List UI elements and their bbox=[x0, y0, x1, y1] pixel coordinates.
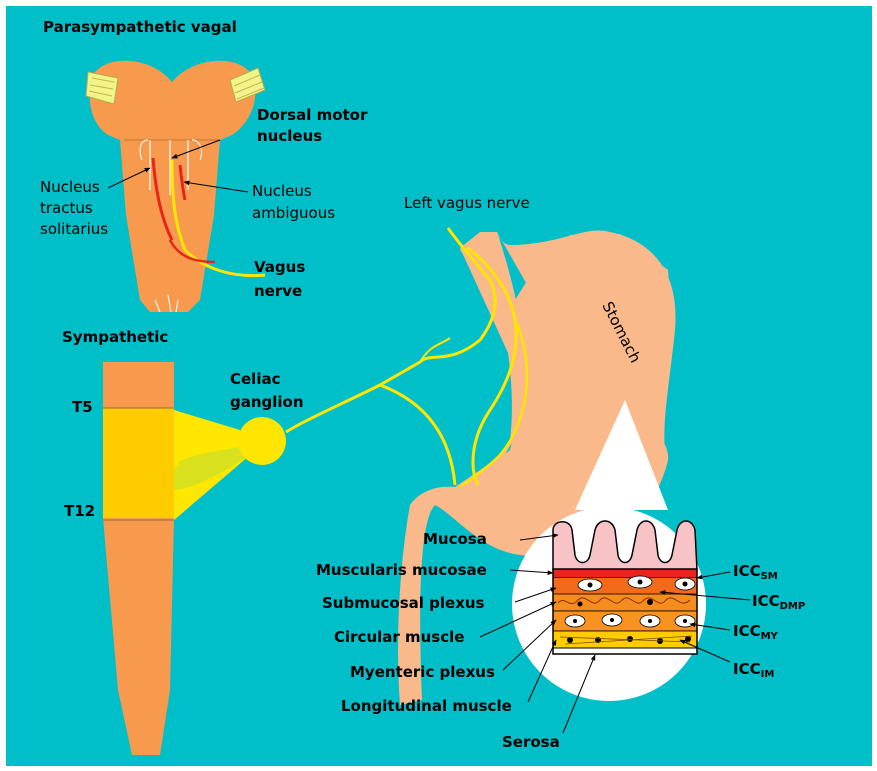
parasympathetic-title: Parasympathetic vagal bbox=[43, 18, 237, 36]
icc-my-label: ICCMY bbox=[733, 622, 778, 640]
sympathetic-title: Sympathetic bbox=[62, 328, 168, 346]
icc-sm-label: ICCSM bbox=[733, 562, 778, 580]
submucosal-plexus-label: Submucosal plexus bbox=[322, 594, 484, 612]
celiac-label-1: Celiac bbox=[230, 370, 280, 388]
icc-dmp-subscript: DMP bbox=[780, 601, 806, 612]
nts-label-1: Nucleus bbox=[40, 178, 100, 196]
na-label-2: ambiguous bbox=[252, 204, 335, 222]
nts-label-2: tractus bbox=[40, 199, 93, 217]
nts-label-3: solitarius bbox=[40, 220, 108, 238]
left-vagus-label: Left vagus nerve bbox=[404, 194, 530, 212]
icc-im-text: ICC bbox=[733, 660, 761, 678]
celiac-label-2: ganglion bbox=[230, 393, 304, 411]
dorsal-motor-label-1: Dorsal motor bbox=[257, 106, 367, 124]
icc-sm-text: ICC bbox=[733, 562, 761, 580]
longitudinal-muscle-label: Longitudinal muscle bbox=[341, 697, 512, 715]
serosa-label: Serosa bbox=[502, 733, 560, 751]
vagus-label-2: nerve bbox=[254, 282, 302, 300]
myenteric-plexus-label: Myenteric plexus bbox=[350, 663, 495, 681]
muscularis-mucosae-layer bbox=[553, 569, 697, 578]
icc-dmp-label: ICCDMP bbox=[752, 592, 805, 610]
t5-label: T5 bbox=[72, 398, 93, 416]
circular-muscle-label: Circular muscle bbox=[334, 628, 464, 646]
t12-label: T12 bbox=[64, 502, 95, 520]
icc-sm-subscript: SM bbox=[761, 571, 778, 582]
na-label-1: Nucleus bbox=[252, 182, 312, 200]
icc-my-text: ICC bbox=[733, 622, 761, 640]
icc-im-label: ICCIM bbox=[733, 660, 774, 678]
muscularis-mucosae-label: Muscularis mucosae bbox=[316, 561, 487, 579]
vagus-label-1: Vagus bbox=[254, 258, 305, 276]
icc-im-subscript: IM bbox=[761, 669, 775, 680]
icc-my-subscript: MY bbox=[761, 631, 778, 642]
mucosa-label: Mucosa bbox=[423, 530, 487, 548]
icc-dmp-text: ICC bbox=[752, 592, 780, 610]
dorsal-motor-label-2: nucleus bbox=[257, 127, 322, 145]
